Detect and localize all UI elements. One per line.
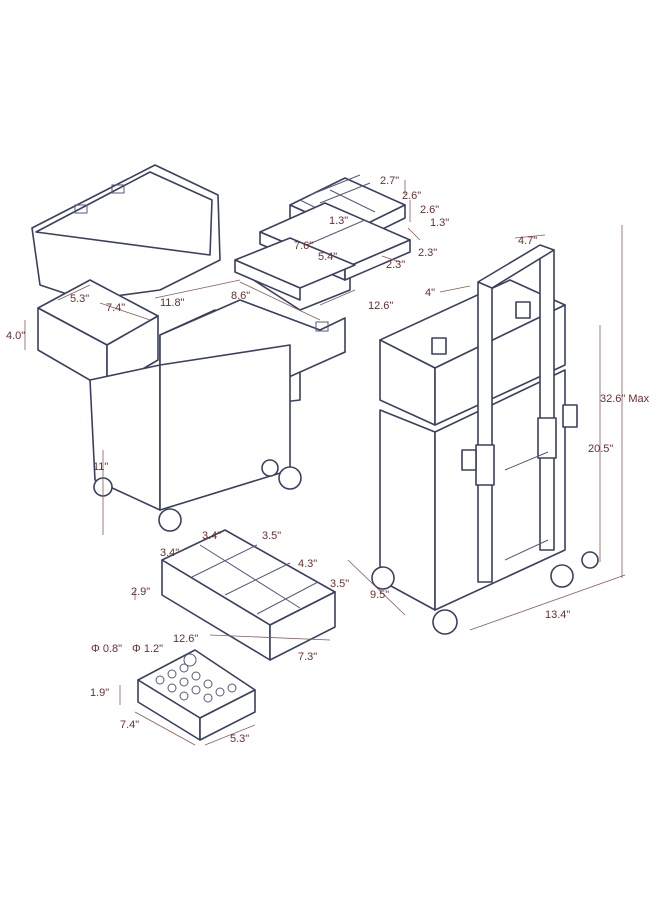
dimension-lines: [24, 180, 626, 746]
dim-insert-a: 3.4": [202, 530, 221, 542]
dim-top-tray-depth: 2.6": [420, 204, 439, 216]
dim-mid-tray-width: 7.6": [294, 240, 313, 252]
dim-lid-box-width: 5.3": [70, 293, 89, 305]
dim-case-width: 11.8": [160, 297, 185, 309]
dim-insert-e: 3.5": [330, 578, 349, 590]
dim-insert-b: 3.4": [160, 547, 179, 559]
dim-lower-height: 11": [93, 461, 108, 473]
dim-base-depth: 9.5": [370, 589, 389, 601]
dim-case-length: 12.6": [368, 300, 393, 312]
dim-case-depth: 8.6": [231, 290, 250, 302]
dim-mid-tray-inner: 5.4": [318, 251, 337, 263]
dim-block-depth: 7.4": [120, 719, 139, 731]
divider-insert-drawing: [161, 529, 336, 661]
trays-drawing: [234, 174, 411, 301]
dim-insert-height: 2.9": [131, 586, 150, 598]
dim-top-tray-inner: 1.3": [329, 215, 348, 227]
dim-block-width: 5.3": [230, 733, 249, 745]
dim-lid-box-height: 4.0": [6, 330, 25, 342]
dim-mid-tray-depth2: 2.3": [386, 259, 405, 271]
dim-insert-c: 3.5": [262, 530, 281, 542]
dim-hole-large: Φ 1.2": [132, 643, 163, 655]
trolley-case-drawing: [371, 244, 599, 635]
dim-hole-small: Φ 0.8": [91, 643, 122, 655]
dim-top-tray-height: 1.3": [430, 217, 449, 229]
dim-insert-d: 4.3": [298, 558, 317, 570]
dim-body-height: 20.5": [588, 443, 613, 455]
dim-top-tray-width: 2.7": [380, 175, 399, 187]
dim-mid-tray-depth: 2.3": [418, 247, 437, 259]
dim-handle-offset: 4": [425, 287, 435, 299]
dim-block-height: 1.9": [90, 687, 109, 699]
dim-total-height: 32.6" Max: [600, 393, 650, 405]
dim-insert-length: 12.6": [173, 633, 198, 645]
dim-base-width: 13.4": [545, 609, 570, 621]
dim-lid-box-depth: 7.4": [106, 302, 125, 314]
dim-top-tray-width2: 2.6": [402, 190, 421, 202]
open-case-drawing: [31, 164, 351, 532]
brush-block-drawing: [137, 649, 256, 741]
dim-insert-width: 7.3": [298, 651, 317, 663]
dim-handle-width: 4.7": [518, 235, 537, 247]
